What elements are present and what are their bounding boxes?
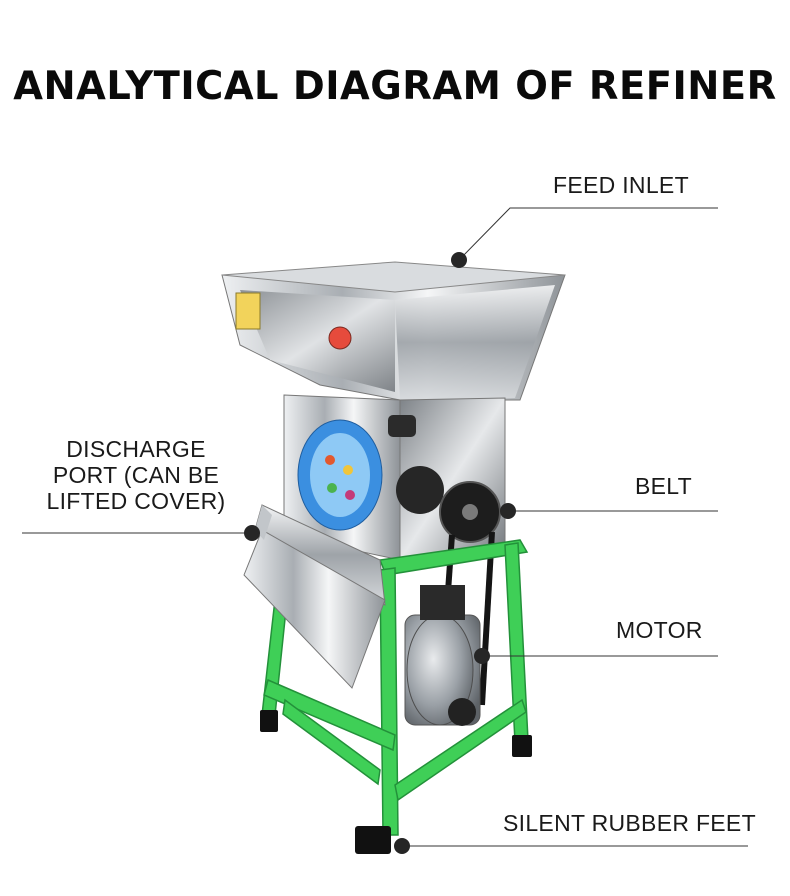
callout-rubber-feet <box>394 838 748 854</box>
label-motor: MOTOR <box>616 617 703 643</box>
label-discharge-port: DISCHARGE PORT (CAN BE LIFTED COVER) <box>46 436 226 514</box>
callout-discharge <box>22 525 260 541</box>
callout-motor <box>474 648 718 664</box>
belt-assembly <box>396 466 501 706</box>
discharge-chute <box>243 504 386 689</box>
rubber-feet <box>260 710 532 854</box>
page-title: ANALYTICAL DIAGRAM OF REFINER <box>13 64 777 109</box>
callout-feed-inlet <box>451 207 718 268</box>
label-belt: BELT <box>635 473 693 499</box>
label-silent-rubber-feet: SILENT RUBBER FEET <box>503 810 756 836</box>
motor <box>404 585 481 726</box>
callout-belt <box>500 503 718 519</box>
warning-sticker <box>235 292 261 330</box>
label-feed-inlet: FEED INLET <box>553 172 689 198</box>
stand-frame <box>261 539 529 836</box>
hopper <box>221 261 566 401</box>
